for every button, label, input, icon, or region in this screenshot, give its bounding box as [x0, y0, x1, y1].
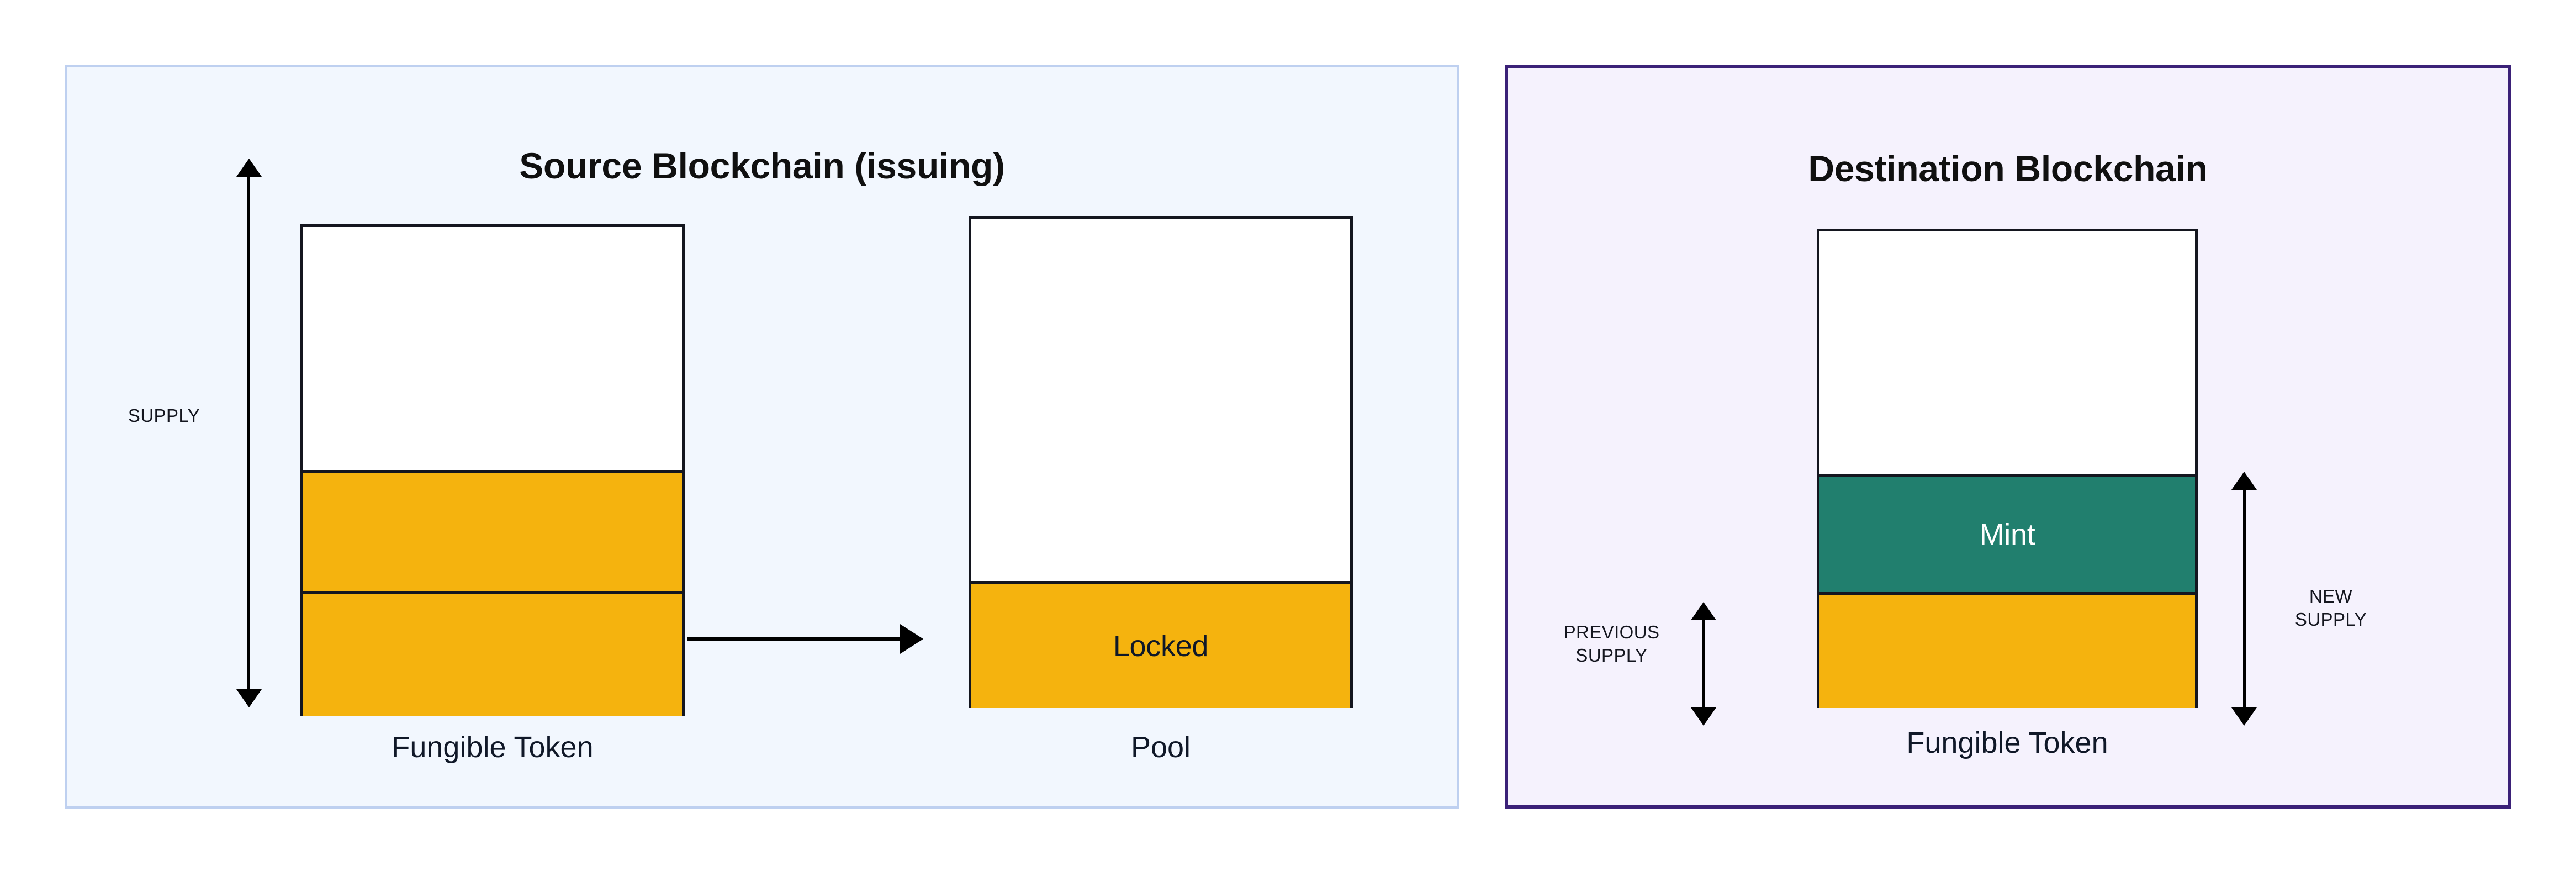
source-supply-lower-segment — [300, 591, 685, 716]
new-supply-arrow-head-up — [2231, 472, 2257, 490]
supply-measure-label: SUPPLY — [128, 405, 200, 426]
previous-supply-measure-label: PREVIOUS SUPPLY — [1563, 622, 1660, 666]
new-supply-measure-label: NEW SUPPLY — [2294, 586, 2367, 630]
source-pool-caption: Pool — [1130, 731, 1191, 764]
source-fungible-token-bar — [300, 224, 685, 716]
destination-mint-segment: Mint — [1817, 474, 2198, 592]
destination-panel-title: Destination Blockchain — [1808, 148, 2208, 189]
previous-supply-measure-line — [1702, 619, 1705, 707]
new-supply-arrow-head-down — [2231, 707, 2257, 726]
destination-previous-supply-segment — [1817, 592, 2198, 708]
panel-destination-blockchain: Destination Blockchain PREVIOUS SUPPLY M… — [1505, 65, 2511, 809]
source-locked-label: Locked — [1113, 629, 1209, 663]
source-locked-segment: Locked — [969, 581, 1353, 708]
previous-supply-arrow-head-down — [1691, 707, 1716, 726]
source-pool-bar: Locked — [969, 216, 1353, 708]
previous-supply-arrow-head-up — [1691, 602, 1716, 620]
source-fungible-token-caption: Fungible Token — [392, 731, 594, 764]
destination-fungible-token-bar: Mint — [1817, 229, 2198, 708]
supply-arrow-head-up — [236, 159, 262, 177]
panel-source-blockchain: Source Blockchain (issuing) SUPPLY Fungi… — [65, 65, 1459, 809]
supply-measure-line — [247, 176, 250, 689]
source-panel-title: Source Blockchain (issuing) — [519, 145, 1005, 186]
supply-arrow-head-down — [236, 689, 262, 707]
destination-fungible-token-caption: Fungible Token — [1906, 726, 2108, 759]
new-supply-measure-line — [2243, 489, 2246, 707]
source-supply-upper-segment — [300, 470, 685, 591]
destination-mint-label: Mint — [1979, 518, 2035, 551]
transfer-arrow-line — [687, 637, 901, 641]
transfer-arrow-head — [900, 624, 923, 654]
